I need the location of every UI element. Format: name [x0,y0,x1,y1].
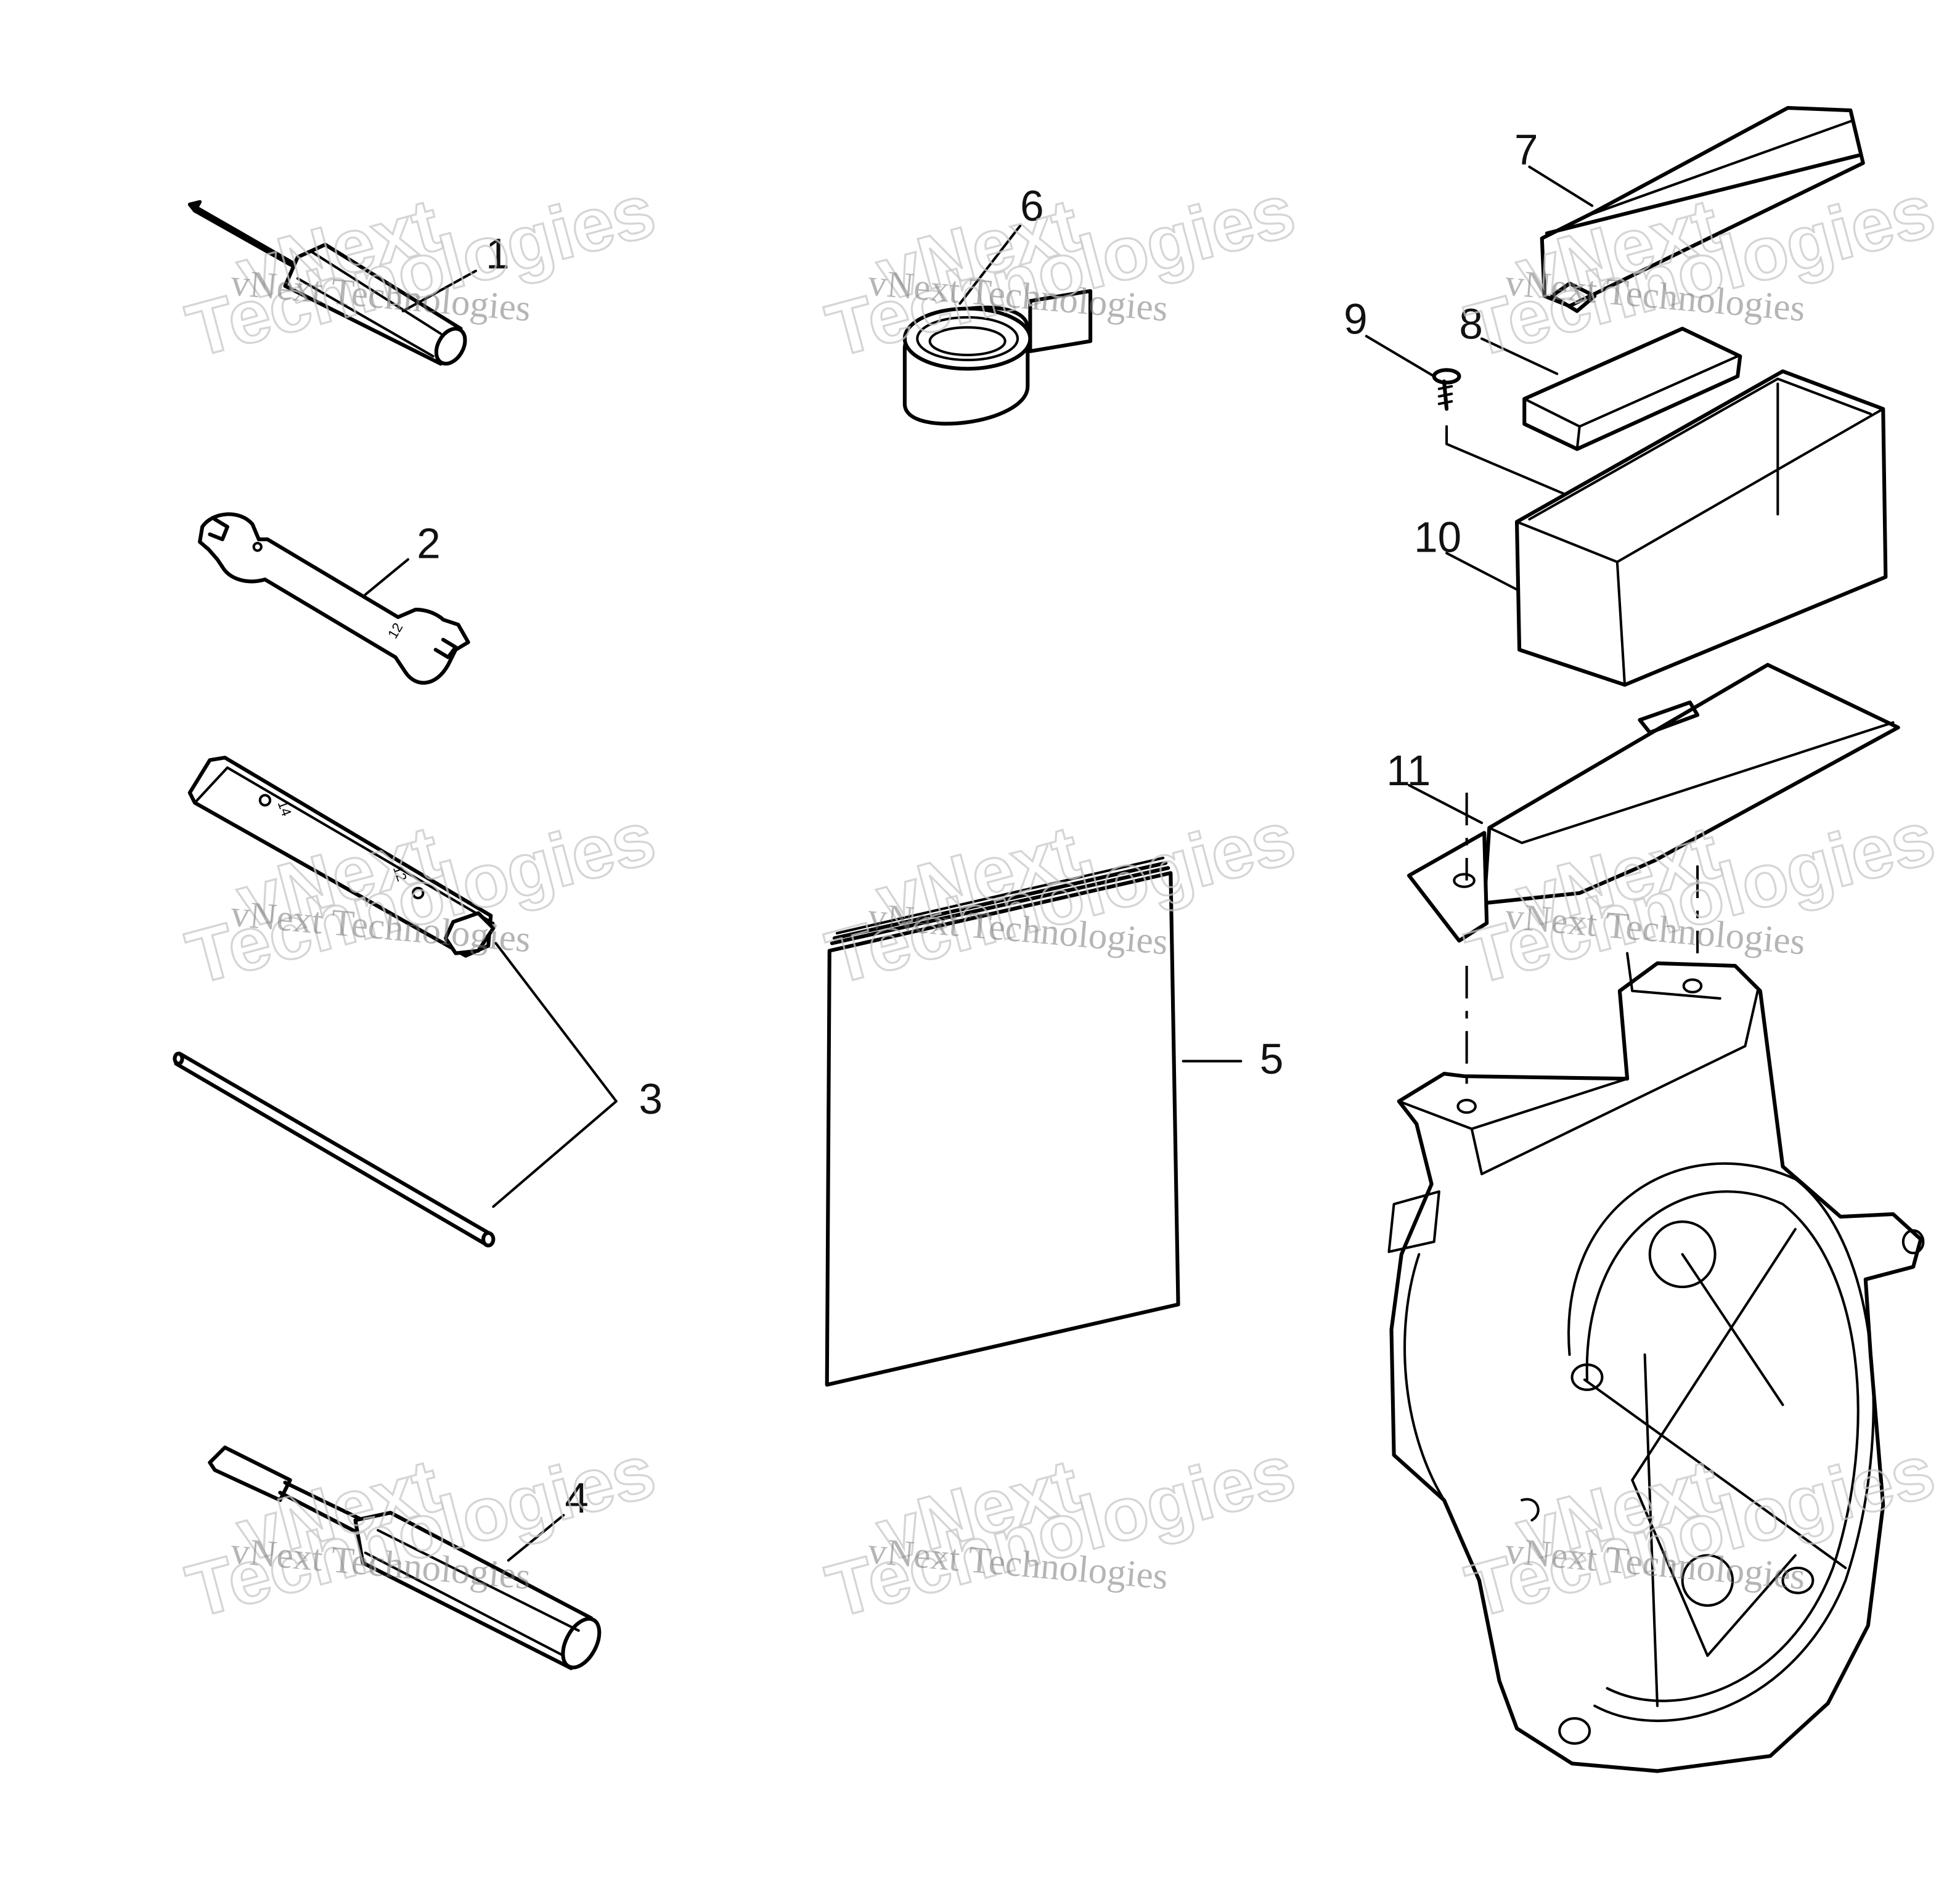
part-6-tape-roll [902,289,1093,426]
watermark: vNext Technologies vNext Technologies [817,1427,1304,1635]
part-8-pad [1522,327,1742,451]
part-2-wrench: 12 [198,512,470,685]
callout-1: 1 [486,230,509,278]
callout-11: 11 [1386,746,1431,794]
callout-7: 7 [1514,126,1538,174]
part-5-owners-manual [825,856,1180,1387]
callout-6: 6 [1020,182,1043,230]
part-3-tube-wrench: 14 12 [187,756,496,958]
callout-labels: 1 2 3 4 5 6 7 8 9 10 11 [417,126,1538,1522]
callout-8: 8 [1459,300,1482,348]
part-4-screwdriver [208,1445,602,1670]
part-10-toolbox [1514,369,1888,687]
recoil-housing [1387,952,1925,1773]
part-1-screwdriver [187,200,467,366]
leader-lines [364,165,1594,1562]
callout-10: 10 [1414,513,1461,561]
part-7-toolbox-lid [1540,105,1865,313]
callout-9: 9 [1344,295,1367,343]
part-3-tommy-bar [173,1051,496,1247]
callout-5: 5 [1260,1035,1283,1083]
callout-2: 2 [417,520,440,568]
callout-3: 3 [639,1075,662,1123]
part-11-bracket [1407,663,1900,953]
callout-4: 4 [565,1474,588,1522]
